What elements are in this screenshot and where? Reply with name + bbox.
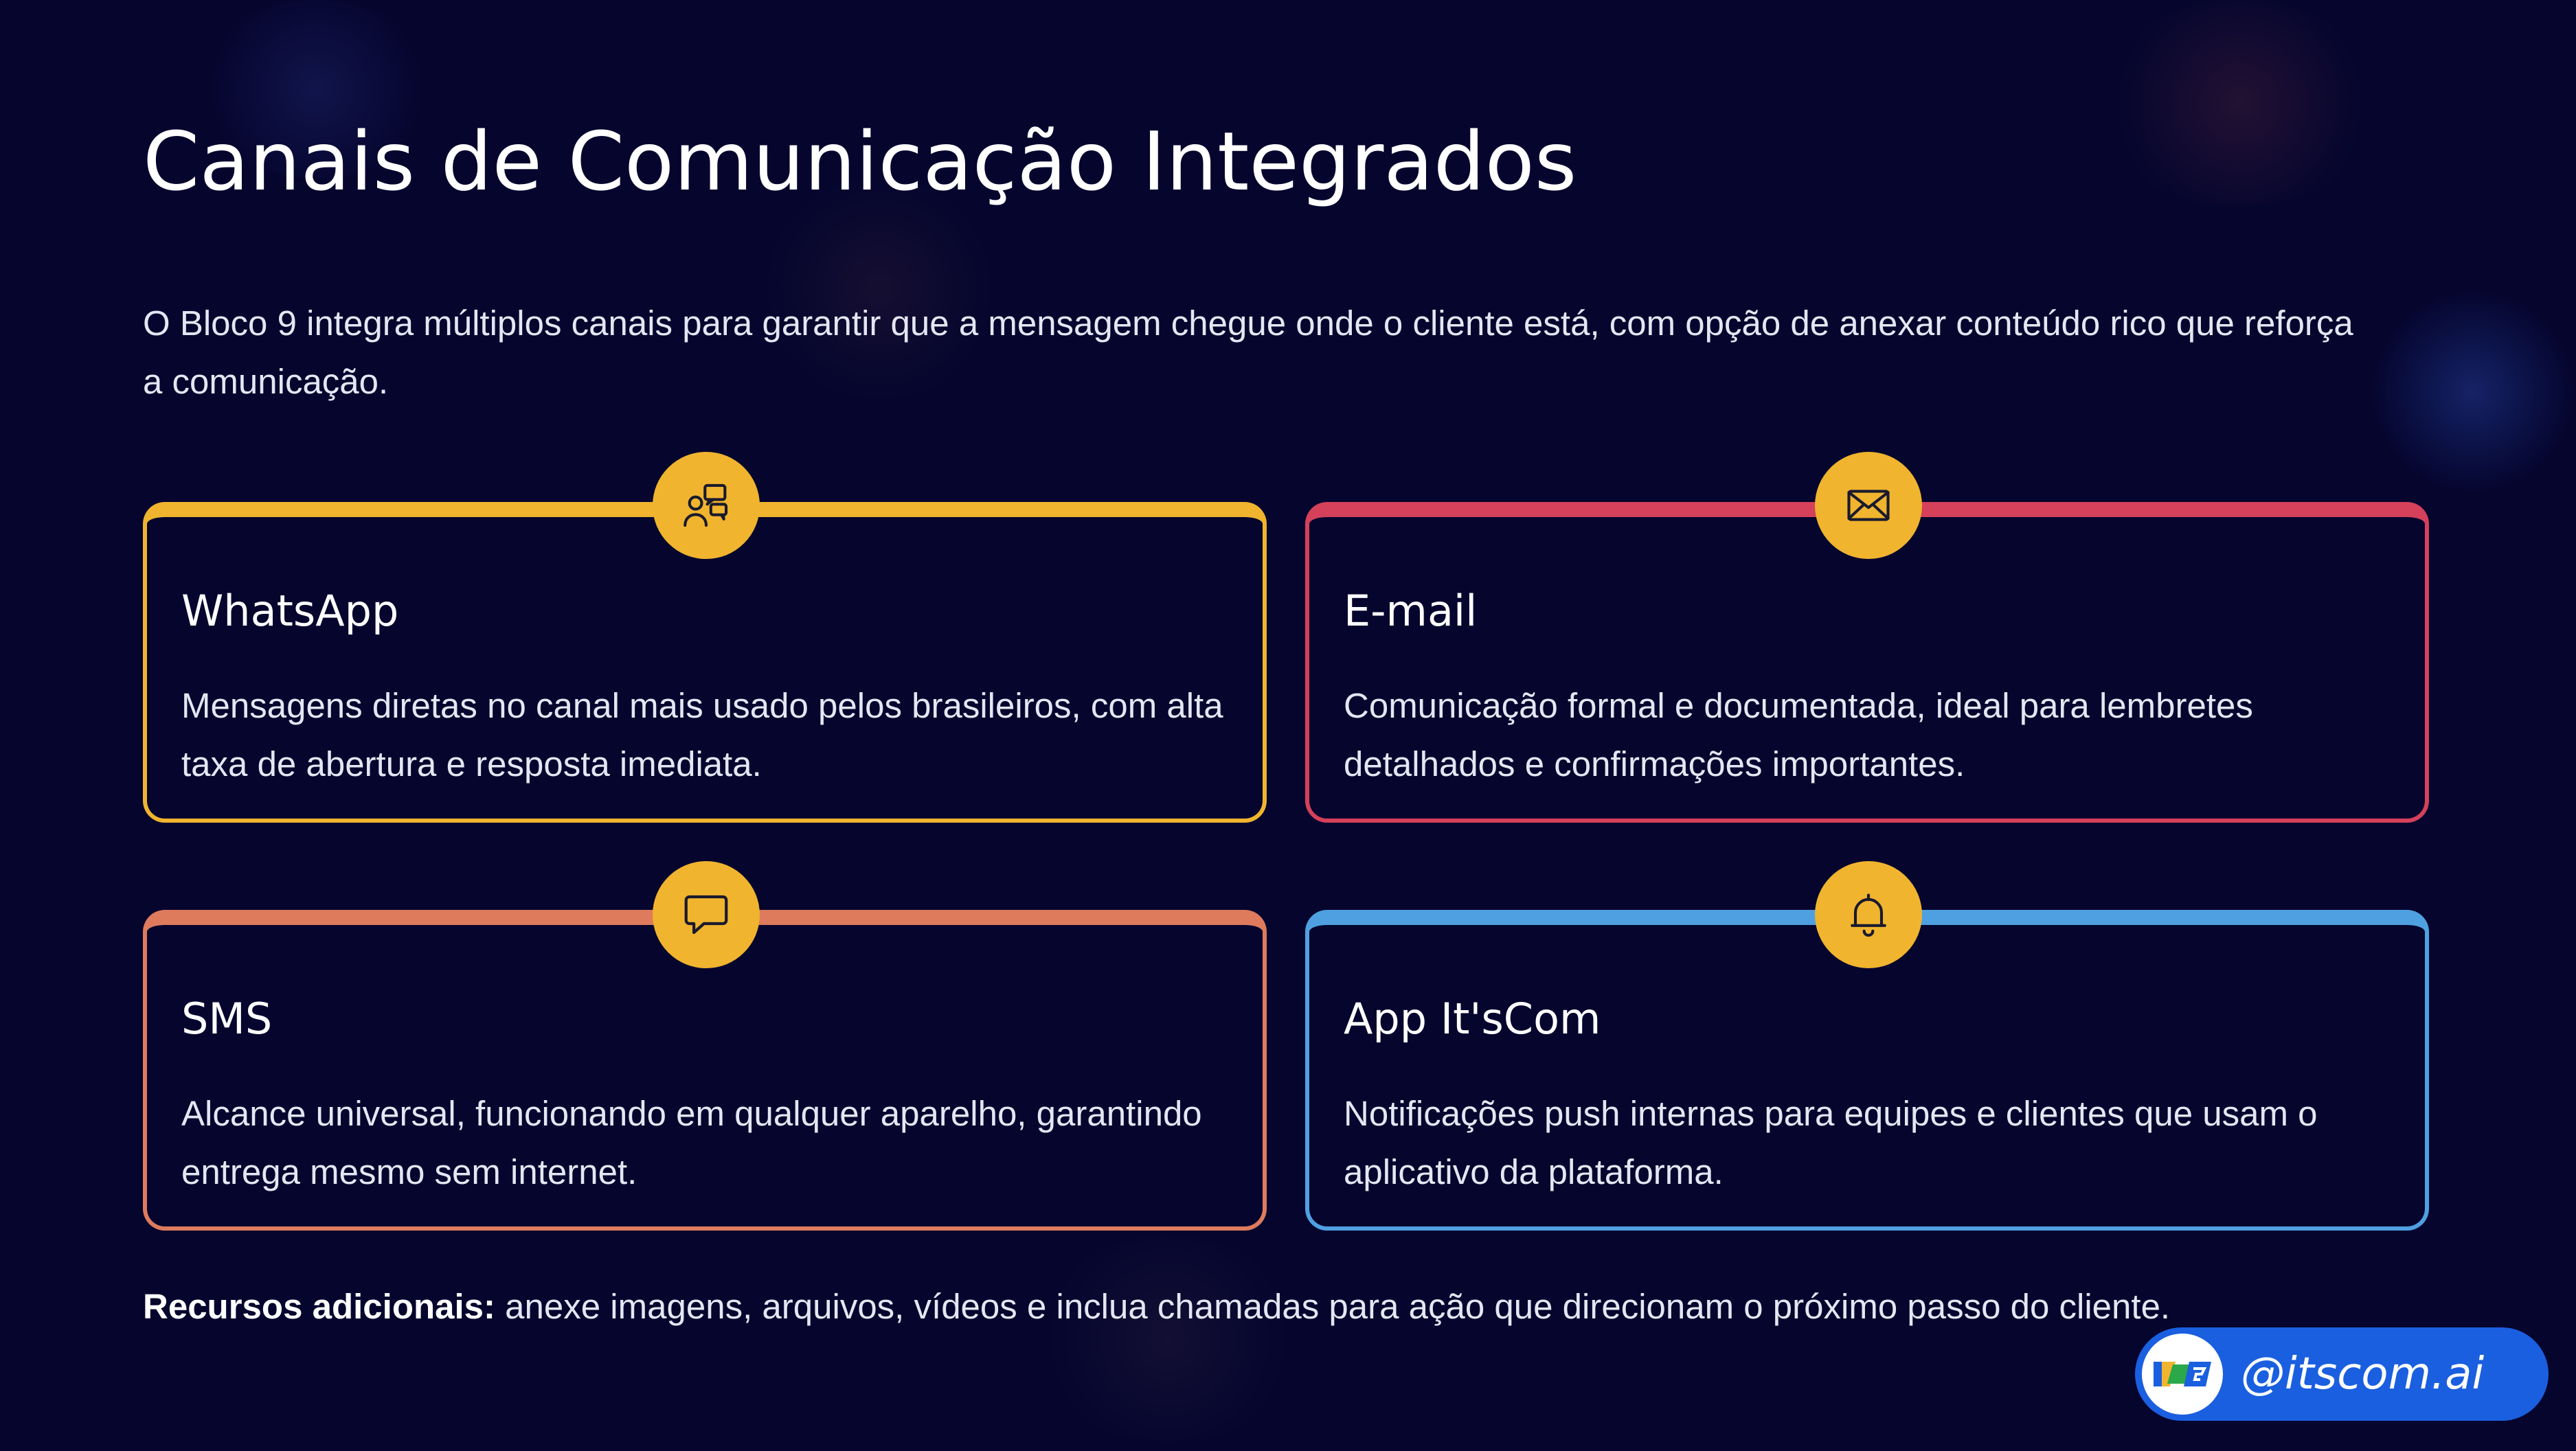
card-description: Alcance universal, funcionando em qualqu…: [181, 1094, 1202, 1191]
message-bubble-icon: [653, 861, 760, 968]
intro-paragraph: O Bloco 9 integra múltiplos canais para …: [143, 304, 2353, 401]
additional-resources-text: anexe imagens, arquivos, vídeos e inclua…: [495, 1287, 2171, 1326]
background-glow: [2095, 0, 2384, 206]
brand-handle: @itscom.ai: [2241, 1349, 2485, 1399]
envelope-icon: [1815, 452, 1922, 559]
brand-badge[interactable]: @itscom.ai: [2135, 1327, 2549, 1421]
card-description: Comunicação formal e documentada, ideal …: [1344, 686, 2253, 784]
card-title: SMS: [181, 994, 273, 1044]
card-title: WhatsApp: [181, 586, 399, 636]
card-description: Notificações push internas para equipes …: [1344, 1094, 2318, 1191]
additional-resources-note: Recursos adicionais: anexe imagens, arqu…: [143, 1277, 2170, 1336]
page-title: Canais de Comunicação Integrados: [143, 114, 1577, 209]
additional-resources-label: Recursos adicionais:: [143, 1287, 496, 1326]
card-title: App It'sCom: [1344, 994, 1601, 1044]
card-description: Mensagens diretas no canal mais usado pe…: [181, 686, 1223, 784]
channel-card-whatsapp: WhatsApp Mensagens diretas no canal mais…: [143, 502, 1267, 823]
background-glow: [2370, 288, 2576, 494]
bell-icon: [1815, 861, 1922, 968]
chat-users-icon: [653, 452, 760, 559]
itscom-logo-icon: [2142, 1334, 2223, 1415]
card-title: E-mail: [1344, 586, 1478, 636]
background-glow: [1030, 1236, 1305, 1442]
